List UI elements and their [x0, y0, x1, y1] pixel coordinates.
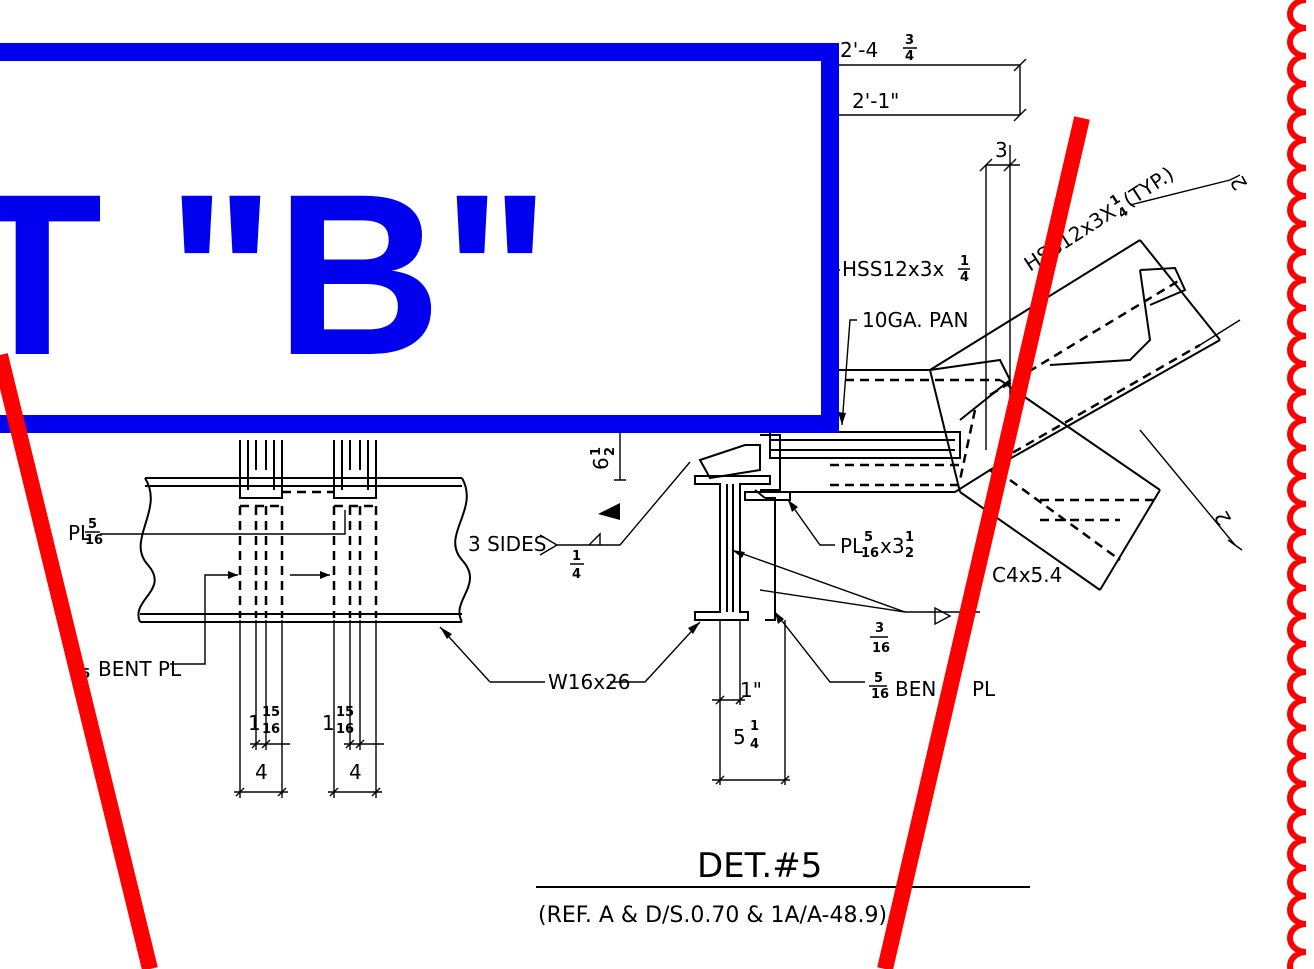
stamp-text: T "B" — [0, 146, 551, 403]
hss-vertical-num: 1 — [960, 254, 969, 269]
dim-left-four-b: 4 — [349, 760, 362, 784]
center-dim-lines — [614, 420, 790, 785]
hss-vertical-label: HSS12x3x — [842, 257, 944, 281]
pan-label: 10GA. PAN — [862, 308, 968, 332]
left-bent-plates — [239, 440, 377, 499]
hss-dim-lines — [830, 58, 1243, 551]
dim-left-one-a-num: 15 — [262, 705, 280, 720]
dim-six-half-whole: 6 — [589, 457, 613, 470]
leader-arrowhead — [688, 622, 700, 634]
pl-mid-den: 16 — [861, 546, 879, 561]
dim-overall-num: 3 — [905, 33, 914, 48]
pl-mid-snum: 1 — [905, 530, 914, 545]
detail-reference: (REF. A & D/S.0.70 & 1A/A-48.9) — [538, 903, 887, 928]
bent-pl-right-text: BEN — [895, 677, 936, 701]
flag-icon — [598, 503, 620, 520]
pl-left-den: 16 — [85, 533, 103, 548]
weld-316-den: 16 — [872, 641, 890, 656]
hss-diagonal-label: HSS12x3X — [1020, 199, 1121, 276]
dim-left-one-b-whole: 1 — [322, 711, 335, 735]
revision-cloud — [1287, 0, 1307, 969]
dim-five-quarter-den: 4 — [750, 737, 759, 752]
weld-316-num: 3 — [875, 621, 884, 636]
dim-six-half-den: 2 — [603, 447, 618, 456]
dim-three: 3 — [995, 138, 1008, 162]
leader-arrowhead — [732, 550, 745, 558]
dim-left-one-a-den: 16 — [262, 722, 280, 737]
three-sides-label: 3 SIDES — [468, 532, 546, 556]
hss-diagonal-frame — [929, 239, 1221, 471]
stamp-box — [0, 43, 839, 433]
dim-overall-whole: 2'-4 — [840, 38, 878, 62]
dim-left-one-a-whole: 1 — [248, 711, 261, 735]
leader-arrowhead — [440, 627, 452, 639]
channel-label: C4x5.4 — [992, 563, 1062, 587]
weld-quarter-den: 4 — [572, 567, 581, 582]
bent-pl-left-text: BENT PL — [98, 657, 182, 681]
left-beam — [137, 477, 471, 623]
dim-inner: 2'-1" — [852, 89, 899, 113]
dim-overall-den: 4 — [905, 49, 914, 64]
weld-arrow-icon — [934, 606, 952, 626]
pl-mid-num: 5 — [864, 530, 873, 545]
weld-symbol-3-sides — [539, 461, 691, 556]
leader-arrowhead — [838, 412, 846, 425]
dim-left-four-a: 4 — [255, 760, 268, 784]
pl-left-num: 5 — [88, 517, 97, 532]
beam-label: W16x26 — [548, 670, 631, 694]
dim-left-one-b-den: 16 — [336, 722, 354, 737]
pl-left-prefix: PL — [68, 521, 92, 545]
hss-diagonal-suffix: (TYP.) — [1119, 162, 1178, 212]
slope-dim-b: 2 — [1209, 506, 1236, 529]
center-beam-section — [694, 434, 791, 621]
left-leaders — [100, 510, 701, 683]
pl-mid-prefix: PL — [840, 534, 864, 558]
dim-six-half-num: 1 — [589, 447, 604, 456]
bent-pl-right-num: 5 — [874, 671, 883, 686]
dim-five-quarter-whole: 5 — [733, 725, 746, 749]
leader-arrowhead — [775, 612, 784, 624]
bent-pl-right-tail: PL — [972, 677, 996, 701]
leader-arrowhead — [788, 500, 798, 512]
pl-mid-sden: 2 — [905, 546, 914, 561]
bent-pl-right-den: 16 — [871, 687, 889, 702]
hss-vertical-den: 4 — [960, 270, 969, 285]
leader-arrowhead — [228, 571, 238, 579]
left-hidden-lines — [238, 490, 378, 618]
weld-quarter-num: 1 — [572, 549, 581, 564]
detail-title: DET.#5 — [697, 846, 822, 886]
leader-arrowhead — [320, 571, 330, 579]
left-dimension-lines — [234, 620, 384, 798]
dim-five-quarter-num: 1 — [750, 719, 759, 734]
red-strike-lines — [0, 116, 1090, 969]
pl-mid-suffix: x3 — [880, 534, 905, 558]
dim-one-inch: 1" — [740, 678, 762, 702]
dim-left-one-b-num: 15 — [336, 705, 354, 720]
